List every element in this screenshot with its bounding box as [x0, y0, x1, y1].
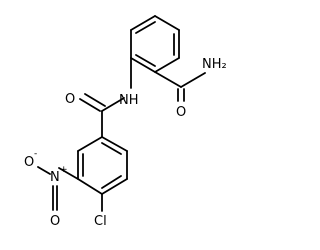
carbonyl-oxygen-label: O: [65, 92, 75, 107]
bottom-benzene-ring: [77, 136, 128, 195]
primary-amide-group: [154, 71, 206, 102]
anilide-linkage: [79, 57, 132, 138]
amide-nh2-label: NH₂: [202, 57, 227, 72]
chlorine-label: Cl: [94, 214, 107, 229]
nitro-nitrogen-label: N: [50, 170, 60, 185]
nitro-oxygen-charge: -: [34, 149, 37, 159]
amide-oxygen-label: O: [176, 105, 186, 120]
top-benzene-ring: [130, 15, 180, 73]
nitro-group: [37, 166, 79, 211]
nitro-nitrogen-charge: +: [60, 165, 68, 175]
bridge-nh-label: NH: [119, 93, 139, 108]
chemical-structure: NH₂ O NH O O - N + O Cl: [24, 15, 227, 229]
nitro-double-oxygen-label: O: [50, 214, 60, 229]
nitro-oxygen-label: O: [24, 155, 34, 170]
